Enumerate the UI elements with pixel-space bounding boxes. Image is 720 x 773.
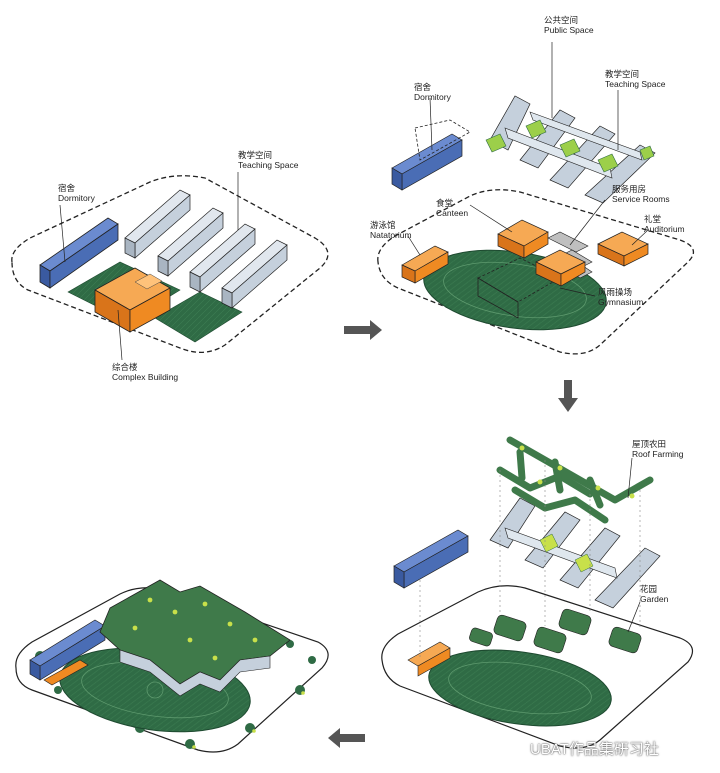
roof-farming-accents xyxy=(519,445,635,499)
label-p3-garden: 花园 Garden xyxy=(640,584,668,604)
complex-building-block xyxy=(94,267,171,333)
teaching-cluster-3 xyxy=(489,497,661,609)
panel-final-masterplan xyxy=(15,579,329,753)
label-zh: 礼堂 xyxy=(644,214,662,224)
label-zh: 宿舍 xyxy=(414,82,432,92)
watermark-text: UBAT作品集研习社 xyxy=(530,741,659,758)
label-zh: 公共空间 xyxy=(544,15,579,25)
label-zh: 宿舍 xyxy=(58,183,76,193)
canteen-block xyxy=(497,219,549,259)
label-zh: 花园 xyxy=(640,584,658,594)
teaching-block-d xyxy=(221,239,288,309)
label-en: Dormitory xyxy=(58,193,95,203)
label-en: Public Space xyxy=(544,25,594,35)
label-zh: 游泳馆 xyxy=(370,220,396,230)
label-p1-teaching: 教学空间 Teaching Space xyxy=(238,150,299,170)
dormitory-block-3 xyxy=(393,529,469,589)
label-p1-dormitory: 宿舍 Dormitory xyxy=(58,183,95,203)
label-zh: 食堂 xyxy=(436,198,454,208)
label-zh: 教学空间 xyxy=(238,150,273,160)
label-zh: 教学空间 xyxy=(605,69,640,79)
teaching-cluster-2 xyxy=(485,95,656,204)
arrow-right xyxy=(344,320,382,340)
label-en: Roof Farming xyxy=(632,449,684,459)
label-p1-complex: 综合楼 Complex Building xyxy=(112,362,178,382)
site-boundary-2 xyxy=(377,189,695,355)
label-p2-gymnasium: 风雨操场 Gymnasium xyxy=(598,287,643,307)
label-en: Natatorium xyxy=(370,230,412,240)
label-en: Service Rooms xyxy=(612,194,670,204)
label-p2-dormitory: 宿舍 Dormitory xyxy=(414,82,451,102)
label-en: Garden xyxy=(640,594,669,604)
label-en: Dormitory xyxy=(414,92,451,102)
teaching-block-b xyxy=(157,207,224,277)
label-en: Canteen xyxy=(436,208,469,218)
label-zh: 屋顶农田 xyxy=(632,439,667,449)
label-p2-service: 服务用房 Service Rooms xyxy=(612,184,670,204)
label-zh: 服务用房 xyxy=(612,184,647,194)
label-zh: 综合楼 xyxy=(112,362,138,372)
label-p2-canteen: 食堂 Canteen xyxy=(436,198,468,218)
label-p3-roof: 屋顶农田 Roof Farming xyxy=(632,439,684,459)
label-en: Teaching Space xyxy=(605,79,666,89)
label-en: Teaching Space xyxy=(238,160,299,170)
site-boundary-1 xyxy=(11,175,329,353)
label-p2-teaching: 教学空间 Teaching Space xyxy=(605,69,666,89)
panel-roof-farming xyxy=(381,436,694,749)
label-en: Auditorium xyxy=(644,224,685,234)
panel-functional-zoning xyxy=(377,42,695,355)
dormitory-block-1 xyxy=(39,217,119,289)
teaching-block-a xyxy=(124,189,191,259)
green-roof-mass xyxy=(99,579,291,697)
label-p2-natatorium: 游泳馆 Natatorium xyxy=(370,220,412,240)
auditorium-block xyxy=(597,231,649,267)
dormitory-block-4 xyxy=(29,619,106,681)
sports-field-3 xyxy=(428,649,612,727)
label-p2-public: 公共空间 Public Space xyxy=(544,15,594,35)
label-en: Complex Building xyxy=(112,372,179,382)
dormitory-block-2 xyxy=(391,133,463,191)
garden-blocks xyxy=(469,608,642,654)
gymnasium-annex-block xyxy=(535,249,586,287)
panel-site-program xyxy=(11,172,329,361)
teaching-block-c xyxy=(189,223,256,293)
arrow-down xyxy=(558,380,578,412)
label-p2-auditorium: 礼堂 Auditorium xyxy=(644,214,685,234)
natatorium-block xyxy=(401,245,449,284)
green-field-right xyxy=(154,291,243,343)
label-en: Gymnasium xyxy=(598,297,644,307)
arrow-left xyxy=(328,728,365,748)
label-zh: 风雨操场 xyxy=(598,287,633,297)
